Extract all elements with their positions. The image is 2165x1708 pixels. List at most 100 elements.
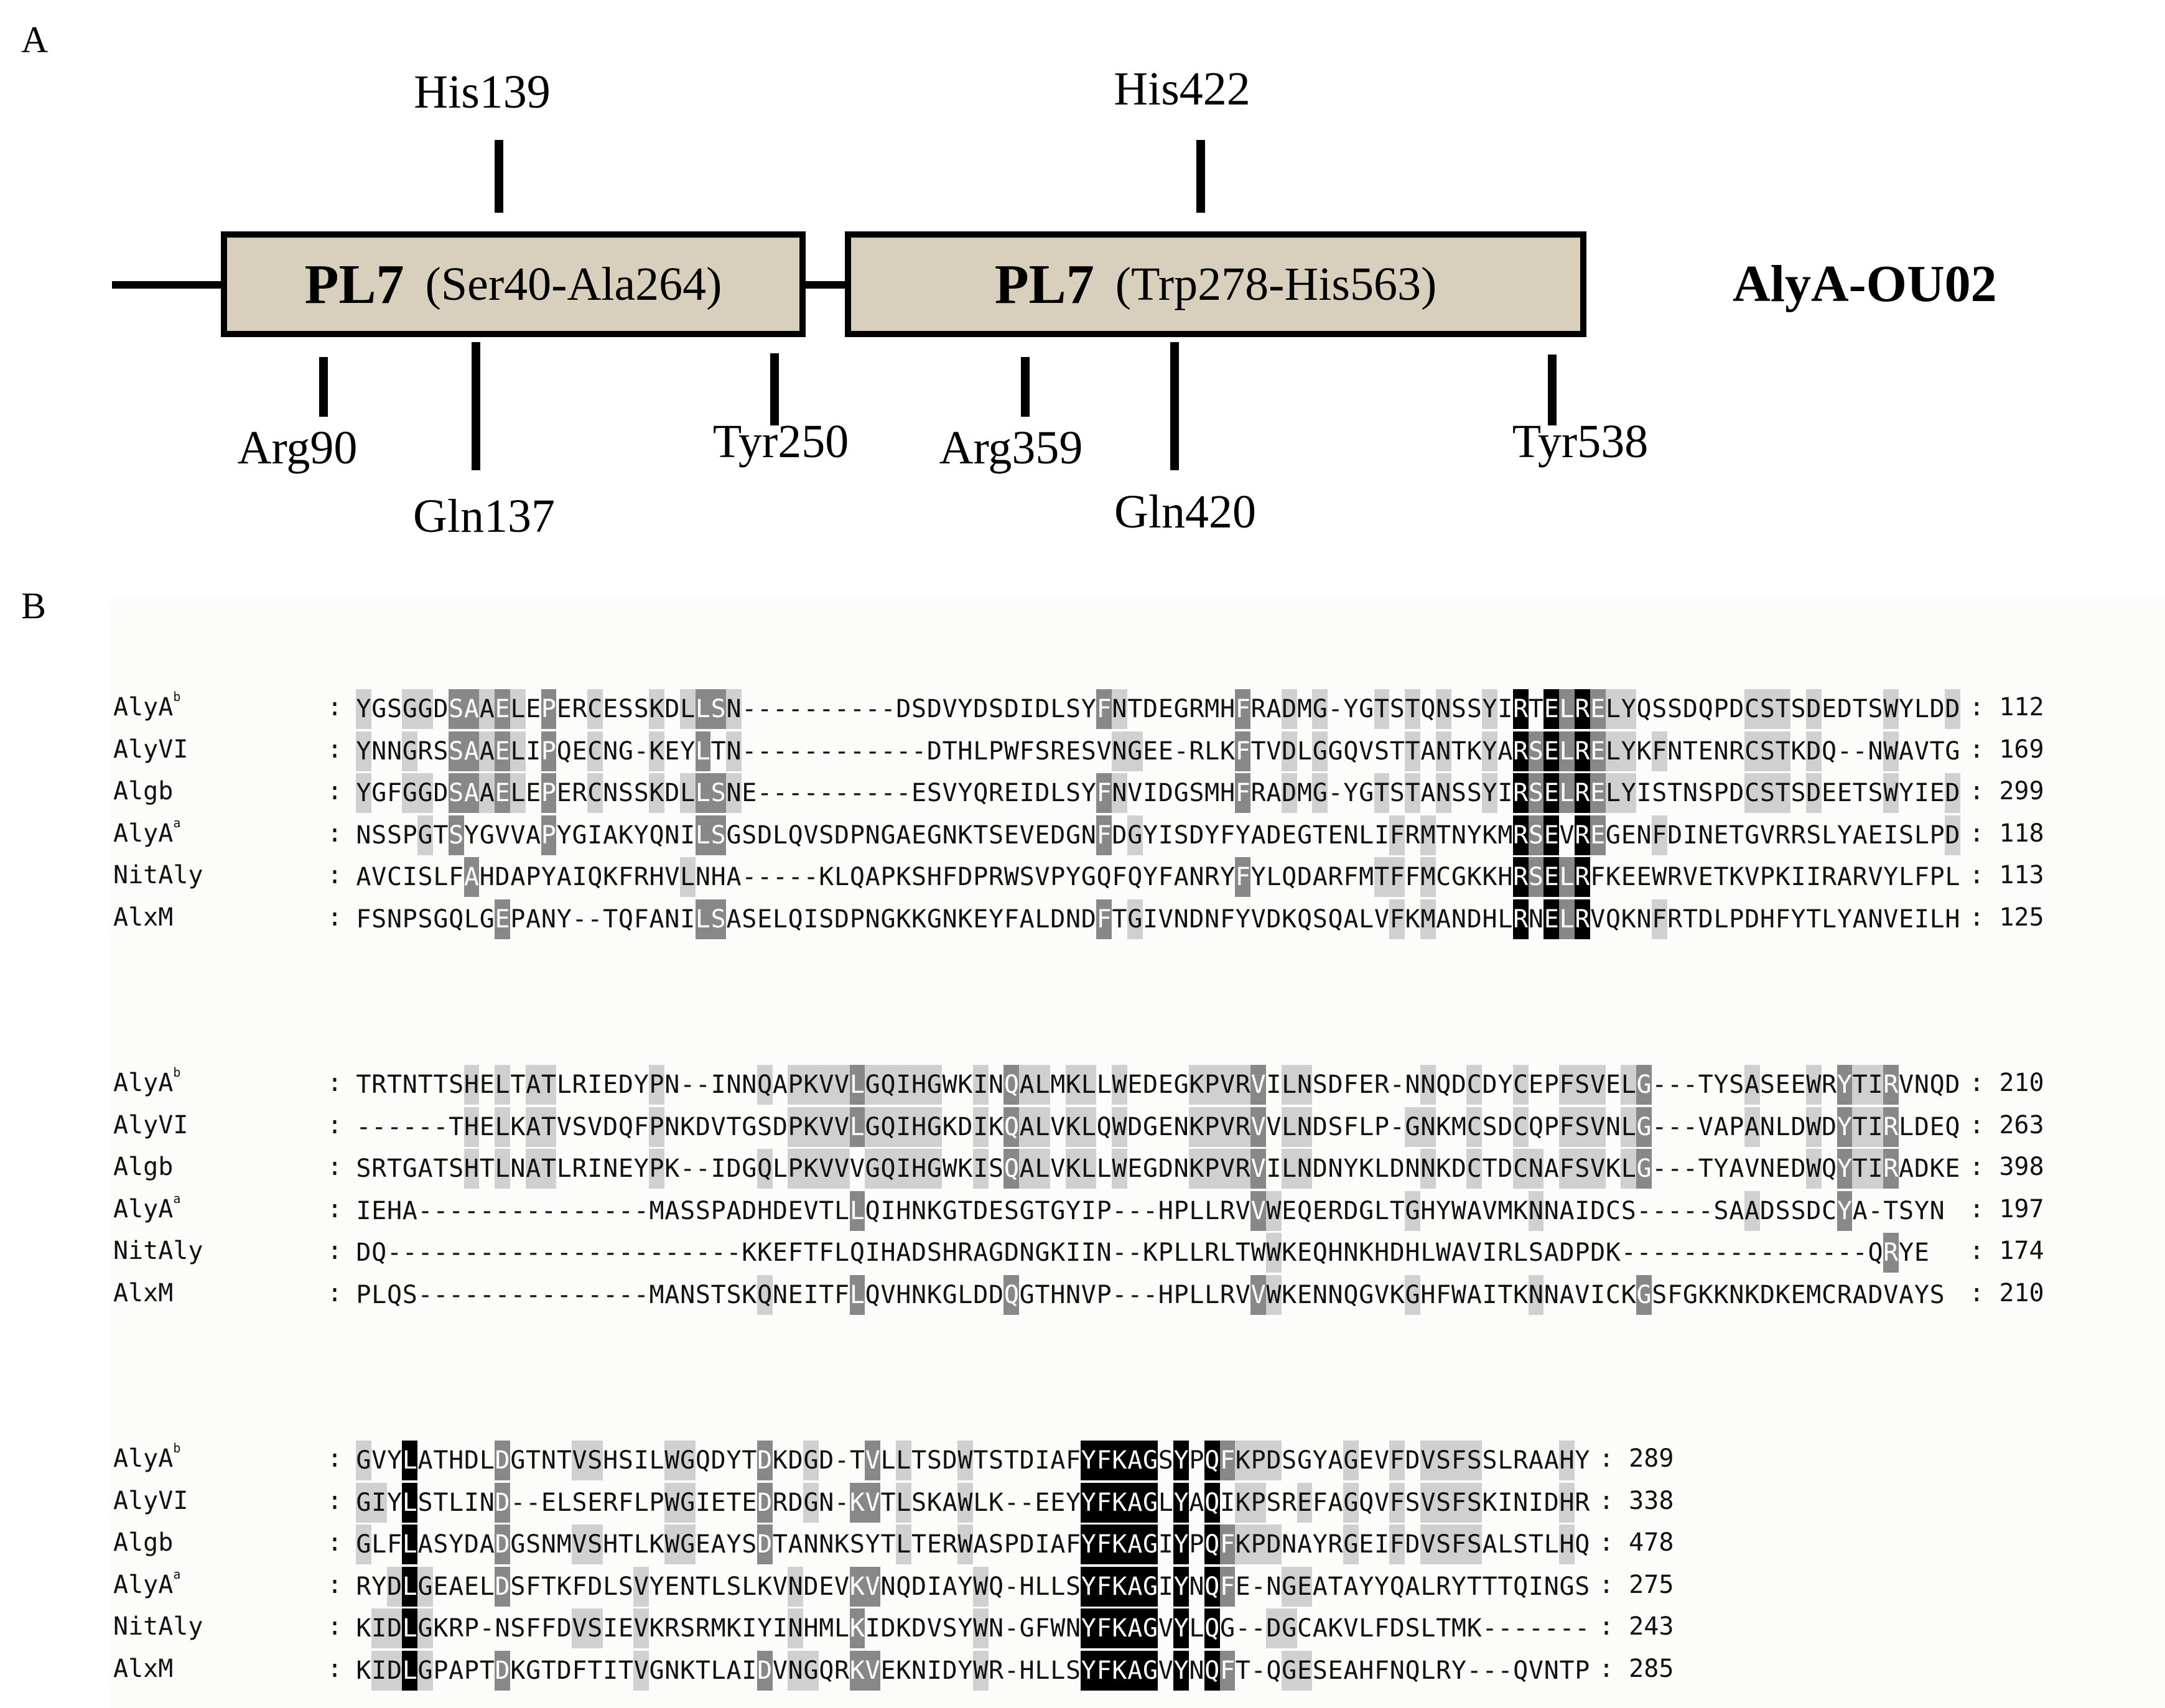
alignment-row: AlyAa: NSSPGTSYGVVAPYGIAKYQNILSGSDLQVSDPN… <box>111 815 2164 855</box>
sequence-residues: DQ-----------------------KKEFTFLQIHADSHR… <box>356 1233 1929 1273</box>
alignment-row: NitAly: DQ-----------------------KKEFTFLQ… <box>111 1233 2164 1273</box>
sequence-name-superscript: b <box>173 1065 181 1080</box>
residue-end-number: : 210 <box>1969 1069 2044 1097</box>
residue-end-number: : 113 <box>1969 861 2044 889</box>
sequence-residues: SRTGATSHTLNATLRINEYPK--IDGQLPKVVVGQIHGWK… <box>356 1149 1960 1189</box>
alignment-row: AlyVI:------THELKATVSVDQFPNKDVTGSDPKVVLG… <box>111 1107 2164 1147</box>
sequence-name-superscript: a <box>173 815 181 830</box>
pl7-domain-1: PL7 (Ser40-Ala264) <box>221 231 806 337</box>
alignment-row: NitAly: AVCISLFAHDAPYAIQKFRHVLNHA-----KLQ… <box>111 857 2164 897</box>
separator-colon: : <box>327 819 343 848</box>
sequence-residues: FSNPSGQLGEPANY--TQFANILSASELQISDPNGKKGNK… <box>356 899 1960 939</box>
alignment-row: AlyVI: YNNGRSSAAELIPQECNG-KEYLTN---------… <box>111 731 2164 771</box>
sequence-name: AlxM <box>113 1654 174 1683</box>
domain-2-name: PL7 <box>994 253 1094 315</box>
residue-end-number: : 338 <box>1599 1486 1674 1515</box>
domain-2-range: (Trp278-His563) <box>1115 258 1437 310</box>
residue-end-number: : 125 <box>1969 903 2044 932</box>
residue-end-number: : 299 <box>1969 777 2044 805</box>
sequence-name: NitAly <box>113 1237 203 1265</box>
sequence-name: Algb <box>113 1153 174 1181</box>
alignment-row: AlxM: KIDLGPAPTDKGTDFTITVGNKTLAIDVNGQRKVE… <box>111 1650 2164 1691</box>
sequence-residues: YNNGRSSAAELIPQECNG-KEYLTN------------DTH… <box>356 731 1960 771</box>
sequence-name: AlyAa <box>113 1566 181 1599</box>
alignment-row: Algb: GLFLASYDADGSNMVSHTLKWGEAYSDTANNKSYT… <box>111 1525 2164 1564</box>
residue-end-number: : 263 <box>1969 1110 2044 1139</box>
sequence-name: NitAly <box>113 861 203 889</box>
separator-colon: : <box>327 861 343 889</box>
alignment-row: AlxM:FSNPSGQLGEPANY--TQFANILSASELQISDPNG… <box>111 899 2164 939</box>
residue-end-number: : 174 <box>1969 1237 2044 1265</box>
sequence-residues: YGSGGDSAAELEPERCESSKDLLSN----------DSDVY… <box>356 689 1960 729</box>
sequence-residues: NSSPGTSYGVVAPYGIAKYQNILSGSDLQVSDPNGAEGNK… <box>356 815 1960 855</box>
residue-end-number: : 289 <box>1599 1444 1674 1473</box>
sequence-name: AlyAa <box>113 1190 181 1223</box>
sequence-name: Algb <box>113 1528 174 1557</box>
residue-end-number: : 243 <box>1599 1612 1674 1641</box>
residue-gln420: Gln420 <box>1114 486 1256 538</box>
domain-architecture-diagram: PL7 (Ser40-Ala264) PL7 (Trp278-His563) A… <box>0 0 2165 560</box>
residue-end-number: : 169 <box>1969 735 2044 764</box>
alignment-row: NitAly:KIDLGKRP-NSFFDVSIEVKRSRMKIYINHMLK… <box>111 1608 2164 1648</box>
domain-1-range: (Ser40-Ala264) <box>425 258 722 310</box>
sequence-residues: GVYLATHDLDGTNTVSHSILWGQDYTDKDGD-TVLLTSDW… <box>356 1441 1590 1480</box>
sequence-residues: ------THELKATVSVDQFPNKDVTGSDPKVVLGQIHGKD… <box>356 1107 1960 1147</box>
sequence-name: AlyVI <box>113 1110 189 1139</box>
sequence-name: Algb <box>113 777 174 805</box>
panel-a-label: A <box>21 19 49 60</box>
panel-b-label: B <box>21 585 47 626</box>
sequence-name: AlyVI <box>113 735 189 764</box>
sequence-name-superscript: a <box>173 1566 181 1582</box>
separator-colon: : <box>327 1612 343 1641</box>
residue-end-number: : 398 <box>1969 1153 2044 1181</box>
residue-tyr538: Tyr538 <box>1512 415 1649 468</box>
alignment-row: AlyAb: GVYLATHDLDGTNTVSHSILWGQDYTDKDGD-TV… <box>111 1441 2164 1480</box>
alignment-row: AlyAa:IEHA---------------MASSPADHDEVTLLQ… <box>111 1190 2164 1231</box>
sequence-residues: KIDLGPAPTDKGTDFTITVGNKTLAIDVNGQRKVEKNIDY… <box>356 1650 1590 1691</box>
alignment-row: AlxM:PLQS---------------MANSTSKQNEITFLQV… <box>111 1274 2164 1315</box>
residue-arg359: Arg359 <box>939 422 1083 474</box>
residue-end-number: : 285 <box>1599 1654 1674 1683</box>
residue-end-number: : 112 <box>1969 693 2044 722</box>
sequence-residues: TRTNTTSHELTATLRIEDYPN--INNQAPKVVLGQIHGWK… <box>356 1065 1960 1105</box>
sequence-residues: GLFLASYDADGSNMVSHTLKWGEAYSDTANNKSYTLTERW… <box>356 1525 1590 1564</box>
separator-colon: : <box>327 735 343 764</box>
separator-colon: : <box>327 1570 343 1599</box>
residue-arg90: Arg90 <box>237 422 358 474</box>
residue-tyr250: Tyr250 <box>712 415 849 468</box>
separator-colon: : <box>327 1237 343 1265</box>
separator-colon: : <box>327 1654 343 1683</box>
sequence-residues: GIYLSTLIND--ELSERFLPWGIETEDRDGN-KVTLSKAW… <box>356 1482 1590 1523</box>
sequence-residues: AVCISLFAHDAPYAIQKFRHVLNHA-----KLQAPKSHFD… <box>356 857 1960 897</box>
sequence-name: AlyAb <box>113 1065 181 1097</box>
residue-end-number: : 275 <box>1599 1570 1674 1599</box>
residue-end-number: : 478 <box>1599 1528 1674 1557</box>
separator-colon: : <box>327 693 343 722</box>
separator-colon: : <box>327 1444 343 1473</box>
sequence-name: AlyVI <box>113 1486 189 1515</box>
alignment-row: AlyAb:TRTNTTSHELTATLRIEDYPN--INNQAPKVVLG… <box>111 1065 2164 1105</box>
alignment-row: Algb: SRTGATSHTLNATLRINEYPK--IDGQLPKVVVGQ… <box>111 1149 2164 1189</box>
residue-gln137: Gln137 <box>413 490 555 542</box>
sequence-name-superscript: b <box>173 1441 181 1455</box>
separator-colon: : <box>327 1278 343 1307</box>
separator-colon: : <box>327 1528 343 1557</box>
sequence-name: AlyAa <box>113 815 181 848</box>
sequence-name-superscript: a <box>173 1190 181 1206</box>
sequence-name: AlyAb <box>113 1441 181 1473</box>
alignment-row: AlyAa: RYDLGEAELDSFTKFDLSVYENTLSLKVNDEVKV… <box>111 1566 2164 1607</box>
residue-end-number: : 197 <box>1969 1194 2044 1223</box>
sequence-residues: YGFGGDSAAELEPERCNSSKDLLSNE----------ESVY… <box>356 773 1960 813</box>
alignment-row: AlyVI: GIYLSTLIND--ELSERFLPWGIETEDRDGN-KV… <box>111 1482 2164 1523</box>
alignment-row: Algb:YGFGGDSAAELEPERCNSSKDLLSNE---------… <box>111 773 2164 813</box>
separator-colon: : <box>327 1153 343 1181</box>
separator-colon: : <box>327 1486 343 1515</box>
sequence-name-superscript: b <box>173 689 181 704</box>
sequence-name: AlyAb <box>113 689 181 722</box>
sequence-residues: IEHA---------------MASSPADHDEVTLLQIHNKGT… <box>356 1190 1945 1231</box>
sequence-residues: RYDLGEAELDSFTKFDLSVYENTLSLKVNDEVKVNQDIAY… <box>356 1566 1590 1607</box>
pl7-domain-2: PL7 (Trp278-His563) <box>845 231 1586 337</box>
domain-1-name: PL7 <box>304 253 404 315</box>
sequence-residues: KIDLGKRP-NSFFDVSIEVKRSRMKIYINHMLKIDKDVSY… <box>356 1608 1590 1648</box>
residue-his422: His422 <box>1114 63 1250 115</box>
